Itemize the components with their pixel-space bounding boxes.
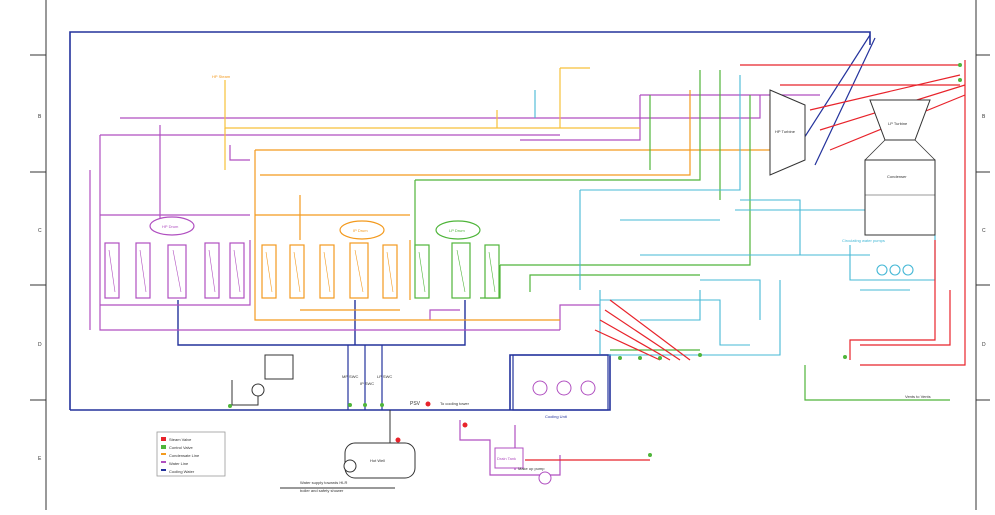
yellow-steam-lines <box>224 67 640 170</box>
row-marker-c: C <box>38 228 42 234</box>
legend-item-1: Control Valve <box>169 445 193 450</box>
side-pump <box>251 383 265 397</box>
cooling-unit-pumps <box>532 380 596 396</box>
psv-label: PSV <box>410 401 421 407</box>
lp-swc-label: LP SWC <box>377 374 392 379</box>
hot-well-tank <box>344 442 416 479</box>
side-vessel <box>264 354 294 380</box>
hp-turbine-label: HP Turbine <box>775 129 796 134</box>
cooling-water-loop-top <box>69 31 871 410</box>
legend-swatch-red <box>161 437 166 441</box>
drain-tank-label: Drain Tank <box>497 456 516 461</box>
vents-label: Vents to Vents <box>905 394 931 399</box>
cooling-water-pumps <box>876 264 914 276</box>
make-up-label: Make up pump <box>518 466 545 471</box>
hp-exchanger-bank <box>104 242 245 299</box>
legend-item-0: Steam Valve <box>169 437 192 442</box>
legend-item-4: Cooling Water <box>169 469 195 474</box>
circ-pump-label: Circulating water pumps <box>842 238 885 243</box>
row-marker-d-right: D <box>982 342 986 348</box>
legend-box <box>156 431 226 477</box>
legend-swatch-blue <box>161 469 166 471</box>
lp-exchanger-coils <box>418 249 496 293</box>
lp-turbine-label: LP Turbine <box>888 121 908 126</box>
frame-ticks <box>30 54 990 401</box>
ip-drum <box>339 220 385 240</box>
hp-drum <box>149 216 195 236</box>
lp-turbine <box>869 99 931 141</box>
legend-item-2: Condensate Line <box>169 453 200 458</box>
cooling-water-loop-bottom <box>70 354 611 411</box>
legend: Steam Valve Control Valve Condensate Lin… <box>161 437 200 474</box>
row-marker-b-right: B <box>982 114 986 120</box>
lp-exhaust-right <box>914 139 936 161</box>
water-supply-label: Water supply towards HLR <box>300 480 348 485</box>
condenser <box>864 159 936 236</box>
side-pump-line <box>231 380 259 406</box>
row-marker-d: D <box>38 342 42 348</box>
lp-exhaust-left <box>864 139 886 161</box>
mp-swc-label: MP SWC <box>342 374 358 379</box>
hot-well-label: Hot Well <box>370 458 385 463</box>
drain-tank <box>494 447 524 469</box>
row-marker-b: B <box>38 114 42 120</box>
cooling-unit <box>512 354 609 411</box>
lp-green-lines <box>414 70 950 401</box>
make-up-pump <box>343 459 357 473</box>
row-marker-c-right: C <box>982 228 986 234</box>
row-marker-e: E <box>38 456 42 462</box>
ip-exchanger-coils <box>265 249 394 293</box>
cooling-unit-label: Cooling Unit <box>545 414 568 419</box>
red-steam-lines <box>525 60 966 461</box>
legend-swatch-orange <box>161 453 166 455</box>
ip-swc-label: IP SWC <box>360 381 374 386</box>
cyan-lines <box>534 75 936 356</box>
lp-drum-label: LP Drum <box>449 228 465 233</box>
swc-drops <box>347 345 383 410</box>
cooling-return-line <box>177 300 466 346</box>
hp-steam-label: HP Steam <box>212 74 231 79</box>
hp-turbine <box>769 89 806 176</box>
lp-drum <box>435 220 481 240</box>
ip-drum-label: IP Drum <box>353 228 368 233</box>
hp-drum-label: HP Drum <box>162 224 179 229</box>
hp-exchanger-coils <box>108 249 241 293</box>
legend-item-3: Water Line <box>169 461 189 466</box>
to-cooling-tower-label: To cooling tower <box>440 401 470 406</box>
water-supply-label-2: boiler and safety shower <box>300 488 344 493</box>
legend-swatch-purple <box>161 461 166 463</box>
drain-pump <box>538 471 552 485</box>
legend-swatch-green <box>161 445 166 449</box>
condenser-label: Condenser <box>887 174 907 179</box>
valve-markers <box>228 63 962 457</box>
